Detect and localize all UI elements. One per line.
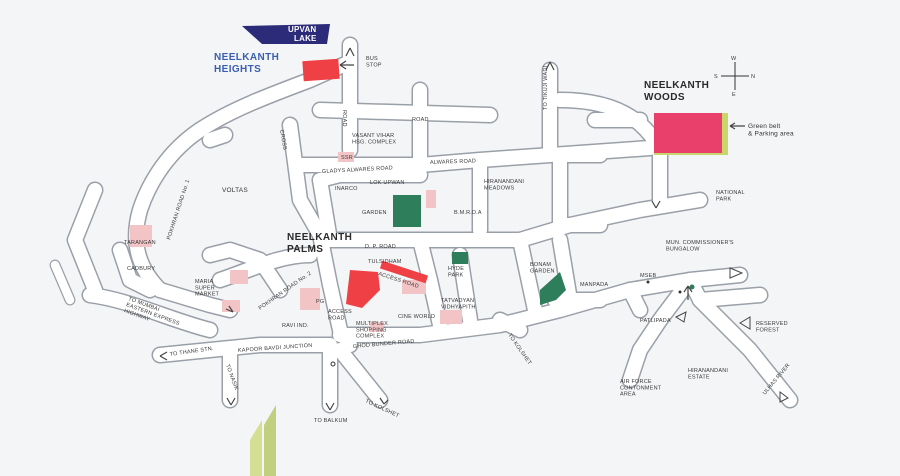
neelkanth-heights-label-line1: NEELKANTH — [214, 52, 279, 63]
neelkanth-woods-label-line2: WOODS — [644, 92, 685, 103]
compass-north: N — [751, 74, 755, 80]
label-ravi-ind: RAVI IND. — [282, 323, 309, 329]
pink-blocks — [130, 152, 462, 332]
tulsidham-block — [402, 280, 426, 294]
label-ssr: SSR — [341, 155, 353, 161]
label-cine-world: CINE WORLD — [398, 314, 435, 320]
neelkanth-heights-label-line2: HEIGHTS — [214, 64, 261, 75]
label-bmrda: B.M.R.D.A — [454, 210, 482, 216]
label-green-belt: Green belt& Parking area — [748, 123, 794, 138]
hyde-park-block — [452, 252, 468, 264]
label-manpada: MANPADA — [580, 282, 608, 288]
direction-arrows — [159, 47, 789, 411]
label-cadbury: CADBURY — [127, 266, 155, 272]
label-tarangan: TARANGAN — [124, 240, 156, 246]
label-to-tikuji-wadi: TO TIKUJI WADI — [543, 65, 549, 110]
label-road-top: ROAD — [412, 117, 429, 123]
neelkanth-woods-plot — [654, 113, 722, 153]
label-gladys-road: GLADYS ALWARES ROAD — [322, 165, 393, 175]
neelkanth-palms-plot — [346, 270, 380, 308]
label-garden: GARDEN — [362, 210, 387, 216]
maria-block — [222, 300, 240, 312]
label-to-balkum: TO BALKUM — [314, 418, 348, 424]
compass-rose: W S N E — [714, 56, 755, 98]
neelkanth-heights-plot — [302, 58, 340, 82]
left-edge-road-fill — [50, 260, 75, 305]
label-inarco: INARCO — [335, 186, 358, 192]
tatvadyan-block — [440, 310, 462, 324]
label-alwares-road: ALWARES ROAD — [430, 158, 476, 166]
label-kapoor-bavdi: KAPOOR BAVDI JUNCTION — [238, 343, 313, 354]
upvan-lake-label-line1: UPVAN — [288, 25, 316, 34]
label-lok-upwan: LOK UPWAN — [370, 180, 405, 186]
label-patlipada: PATLIPADA — [640, 318, 671, 324]
upvan-lake-label-line2: LAKE — [294, 34, 317, 43]
lok-upwan-block — [426, 190, 436, 208]
label-road-vertical: ROAD — [341, 110, 347, 127]
green-belt-pointer — [729, 122, 745, 130]
label-mseb: MSEB — [640, 273, 657, 279]
neelkanth-palms-label-line1: NEELKANTH — [287, 232, 352, 243]
neelkanth-woods-label-line1: NEELKANTH — [644, 80, 709, 91]
road-network-fill — [68, 38, 797, 412]
pg-block — [300, 288, 320, 310]
label-tulsidham: TULSIDHAM — [368, 259, 402, 265]
neelkanth-palms-access-plot — [379, 260, 429, 284]
label-ghod-bunder-road: GHOD BUNDER ROAD — [353, 339, 415, 350]
logo-mark — [250, 405, 276, 476]
tarangan-block — [130, 225, 152, 247]
neelkanth-palms-label-line2: PALMS — [287, 244, 323, 255]
compass-south: S — [714, 74, 718, 80]
label-cross-road: CROSS — [278, 129, 288, 150]
voltas-block — [230, 270, 248, 284]
label-dp-road: D. P. ROAD — [365, 244, 396, 250]
compass-east: E — [732, 92, 736, 98]
multiplex-block — [370, 322, 384, 332]
label-voltas: VOLTAS — [222, 187, 248, 194]
ssr-block — [338, 152, 354, 162]
bonam-garden-block — [540, 272, 566, 305]
label-pg: PG — [316, 299, 324, 305]
garden-block — [393, 195, 421, 227]
upvan-lake-banner — [242, 24, 330, 44]
compass-west: W — [731, 56, 737, 62]
